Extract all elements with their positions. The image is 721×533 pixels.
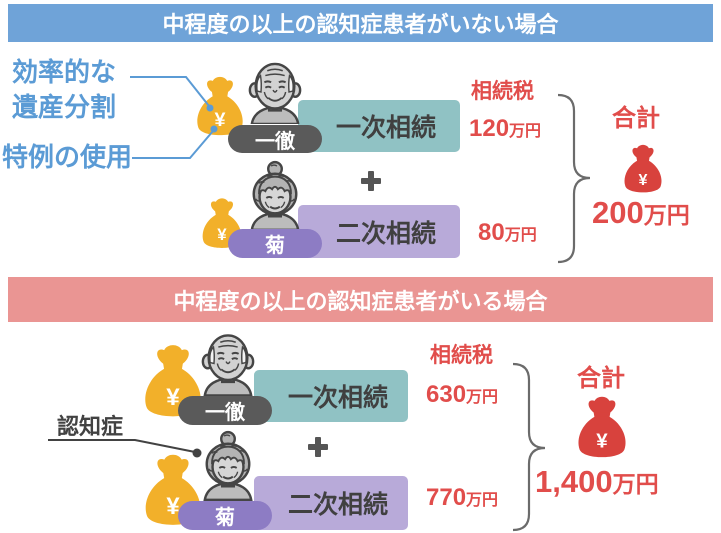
yen-symbol: ¥: [214, 109, 225, 131]
second-inheritance-label: 二次相続: [287, 491, 388, 519]
yen-symbol: ¥: [596, 430, 608, 453]
tax-amount-value: 770: [426, 484, 467, 511]
callout-connector-dot: [210, 125, 218, 133]
callout-special-provision: 特例の使用: [2, 142, 133, 172]
second-inheritance-label: 二次相続: [335, 219, 436, 248]
total-amount-value: 1,400: [535, 464, 613, 499]
second-inheritance-box: 二次相続: [298, 205, 460, 258]
curly-brace-icon: [512, 362, 546, 532]
total-heading: 合計: [612, 105, 660, 132]
tax-amount-unit: 万円: [504, 227, 537, 244]
wife-name: 菊: [265, 235, 285, 257]
husband-name: 一徹: [255, 130, 295, 153]
yen-symbol: ¥: [639, 171, 648, 189]
wife-name-pill: 菊: [228, 229, 322, 258]
banner-with-dementia: 中程度の以上の認知症患者がいる場合: [8, 277, 713, 322]
callout-connector-dot: [206, 104, 214, 112]
dementia-callout: 認知症: [57, 414, 124, 439]
dementia-connector-line: [48, 439, 196, 453]
banner-title: 中程度の以上の認知症患者がいる場合: [173, 288, 548, 314]
tax-amount-value: 80: [478, 219, 505, 246]
plus-icon: [308, 437, 328, 457]
tax-amount-unit: 万円: [466, 492, 499, 509]
money-bag-icon: ¥: [197, 76, 243, 136]
first-inheritance-label: 一次相続: [335, 114, 436, 142]
total-amount-value: 200: [592, 195, 644, 230]
callout-estate-division: 遺産分割: [12, 92, 117, 122]
yen-symbol: ¥: [166, 384, 180, 411]
first-inheritance-label: 一次相続: [287, 384, 388, 412]
money-bag-icon: ¥: [202, 198, 242, 248]
curly-brace-icon: [557, 93, 591, 264]
tax-amount-value: 120: [469, 115, 510, 142]
wife-name-pill: 菊: [178, 501, 272, 530]
first-inheritance-tax: 120万円: [469, 115, 542, 142]
money-bag-icon: ¥: [578, 396, 626, 458]
second-inheritance-tax: 770万円: [426, 484, 499, 511]
first-inheritance-box: 一次相続: [254, 370, 408, 422]
banner-title: 中程度の以上の認知症患者がいない場合: [162, 12, 559, 37]
banner-without-dementia: 中程度の以上の認知症患者がいない場合: [8, 4, 713, 42]
dementia-connector-dot: [192, 448, 202, 458]
husband-name-pill: 一徹: [178, 396, 272, 425]
callout-efficient: 効率的な: [12, 57, 117, 87]
callout-connector-line: [130, 76, 210, 107]
total-heading: 合計: [577, 365, 625, 392]
tax-amount-value: 630: [426, 381, 467, 408]
husband-name: 一徹: [205, 402, 245, 424]
total-tax: 1,400万円: [535, 464, 659, 499]
second-inheritance-tax: 80万円: [478, 219, 537, 246]
first-inheritance-tax: 630万円: [426, 381, 499, 408]
tax-heading: 相続税: [430, 344, 493, 367]
plus-icon: [361, 171, 381, 191]
wife-name: 菊: [215, 507, 235, 529]
callout-connector-line: [132, 130, 214, 159]
tax-heading: 相続税: [471, 80, 534, 103]
total-amount-unit: 万円: [643, 202, 690, 228]
yen-symbol: ¥: [166, 493, 180, 520]
money-bag-icon: ¥: [145, 345, 201, 417]
tax-amount-unit: 万円: [466, 389, 499, 406]
yen-symbol: ¥: [217, 225, 227, 244]
tax-amount-unit: 万円: [509, 123, 542, 140]
total-amount-unit: 万円: [612, 471, 659, 497]
first-inheritance-box: 一次相続: [298, 100, 460, 152]
money-bag-icon: ¥: [145, 454, 201, 525]
total-tax: 200万円: [592, 195, 690, 230]
husband-name-pill: 一徹: [228, 125, 322, 153]
second-inheritance-box: 二次相続: [254, 476, 408, 530]
money-bag-icon: ¥: [624, 144, 662, 193]
